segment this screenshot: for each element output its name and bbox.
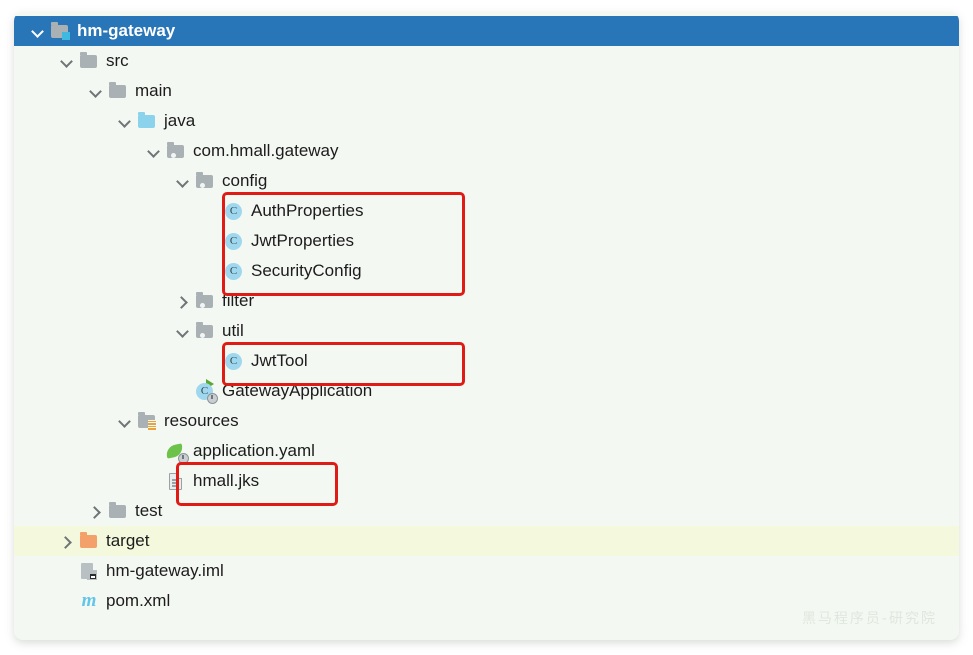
tree-row-pom-xml[interactable]: m pom.xml bbox=[14, 586, 959, 616]
maven-icon: m bbox=[81, 590, 97, 611]
tree-row-jwtproperties[interactable]: C JwtProperties bbox=[14, 226, 959, 256]
tree-row-label: SecurityConfig bbox=[251, 261, 362, 280]
package-icon bbox=[195, 171, 215, 191]
java-class-icon: C bbox=[224, 231, 244, 251]
tree-row-label: application.yaml bbox=[193, 441, 315, 460]
tree-row-label: JwtProperties bbox=[251, 231, 354, 250]
tree-row-label: config bbox=[222, 171, 268, 190]
toggle-spacer bbox=[59, 564, 74, 579]
chevron-down-icon[interactable] bbox=[117, 414, 132, 429]
tree-row-label: hm-gateway bbox=[77, 21, 176, 40]
java-class-icon: C bbox=[224, 351, 244, 371]
chevron-down-icon[interactable] bbox=[175, 174, 190, 189]
tree-row-label: hm-gateway.iml bbox=[106, 561, 224, 580]
chevron-right-icon[interactable] bbox=[175, 294, 190, 309]
tree-row-jwttool[interactable]: C JwtTool bbox=[14, 346, 959, 376]
folder-icon bbox=[108, 501, 128, 521]
chevron-down-icon[interactable] bbox=[175, 324, 190, 339]
tree-row-resources[interactable]: resources bbox=[14, 406, 959, 436]
package-icon bbox=[195, 291, 215, 311]
sources-folder-icon bbox=[137, 111, 157, 131]
toggle-spacer bbox=[204, 354, 219, 369]
tree-row-securityconfig[interactable]: C SecurityConfig bbox=[14, 256, 959, 286]
module-file-icon bbox=[79, 561, 99, 581]
tree-row-java[interactable]: java bbox=[14, 106, 959, 136]
folder-icon bbox=[79, 51, 99, 71]
tree-row-label: main bbox=[135, 81, 172, 100]
tree-row-authproperties[interactable]: C AuthProperties bbox=[14, 196, 959, 226]
excluded-folder-icon bbox=[79, 531, 99, 551]
chevron-right-icon[interactable] bbox=[59, 534, 74, 549]
tree-row-label: filter bbox=[222, 291, 255, 310]
chevron-down-icon[interactable] bbox=[146, 144, 161, 159]
watermark-text: 黑马程序员-研究院 bbox=[801, 611, 937, 627]
tree-row-hm-gateway[interactable]: hm-gateway bbox=[14, 16, 959, 46]
tree-row-application-yaml[interactable]: application.yaml bbox=[14, 436, 959, 466]
tree-row-test[interactable]: test bbox=[14, 496, 959, 526]
tree-row-hm-gateway-iml[interactable]: hm-gateway.iml bbox=[14, 556, 959, 586]
tree-row-label: util bbox=[222, 321, 244, 340]
chevron-down-icon[interactable] bbox=[30, 24, 45, 39]
tree-row-config[interactable]: config bbox=[14, 166, 959, 196]
tree-row-label: hmall.jks bbox=[193, 471, 260, 490]
toggle-spacer bbox=[146, 444, 161, 459]
file-icon bbox=[166, 471, 186, 491]
toggle-spacer bbox=[59, 594, 74, 609]
tree-row-label: AuthProperties bbox=[251, 201, 364, 220]
spring-yaml-icon bbox=[164, 441, 189, 464]
toggle-spacer bbox=[204, 234, 219, 249]
toggle-spacer bbox=[204, 264, 219, 279]
tree-row-label: pom.xml bbox=[106, 591, 171, 610]
tree-row-label: resources bbox=[164, 411, 239, 430]
chevron-down-icon[interactable] bbox=[59, 54, 74, 69]
java-class-icon: C bbox=[224, 261, 244, 281]
tree-row-label: src bbox=[106, 51, 129, 70]
tree-row-src[interactable]: src bbox=[14, 46, 959, 76]
tree-row-label: com.hmall.gateway bbox=[193, 141, 339, 160]
tree-row-label: test bbox=[135, 501, 163, 520]
folder-icon bbox=[108, 81, 128, 101]
package-icon bbox=[195, 321, 215, 341]
toggle-spacer bbox=[204, 204, 219, 219]
toggle-spacer bbox=[146, 474, 161, 489]
tree-row-label: GatewayApplication bbox=[222, 381, 373, 400]
chevron-down-icon[interactable] bbox=[88, 84, 103, 99]
tree-row-label: target bbox=[106, 531, 150, 550]
toggle-spacer bbox=[175, 384, 190, 399]
tree-row-hmall-jks[interactable]: hmall.jks bbox=[14, 466, 959, 496]
tree-row-com-hmall-gateway[interactable]: com.hmall.gateway bbox=[14, 136, 959, 166]
spring-boot-class-icon: C bbox=[195, 379, 218, 404]
tree-row-main[interactable]: main bbox=[14, 76, 959, 106]
module-folder-icon bbox=[50, 21, 70, 41]
chevron-right-icon[interactable] bbox=[88, 504, 103, 519]
java-class-icon: C bbox=[224, 201, 244, 221]
resources-folder-icon bbox=[137, 411, 157, 431]
tree-row-util[interactable]: util bbox=[14, 316, 959, 346]
tree-row-target[interactable]: target bbox=[14, 526, 959, 556]
tree-row-filter[interactable]: filter bbox=[14, 286, 959, 316]
tree-row-label: java bbox=[164, 111, 196, 130]
package-icon bbox=[166, 141, 186, 161]
chevron-down-icon[interactable] bbox=[117, 114, 132, 129]
tree-row-label: JwtTool bbox=[251, 351, 308, 370]
